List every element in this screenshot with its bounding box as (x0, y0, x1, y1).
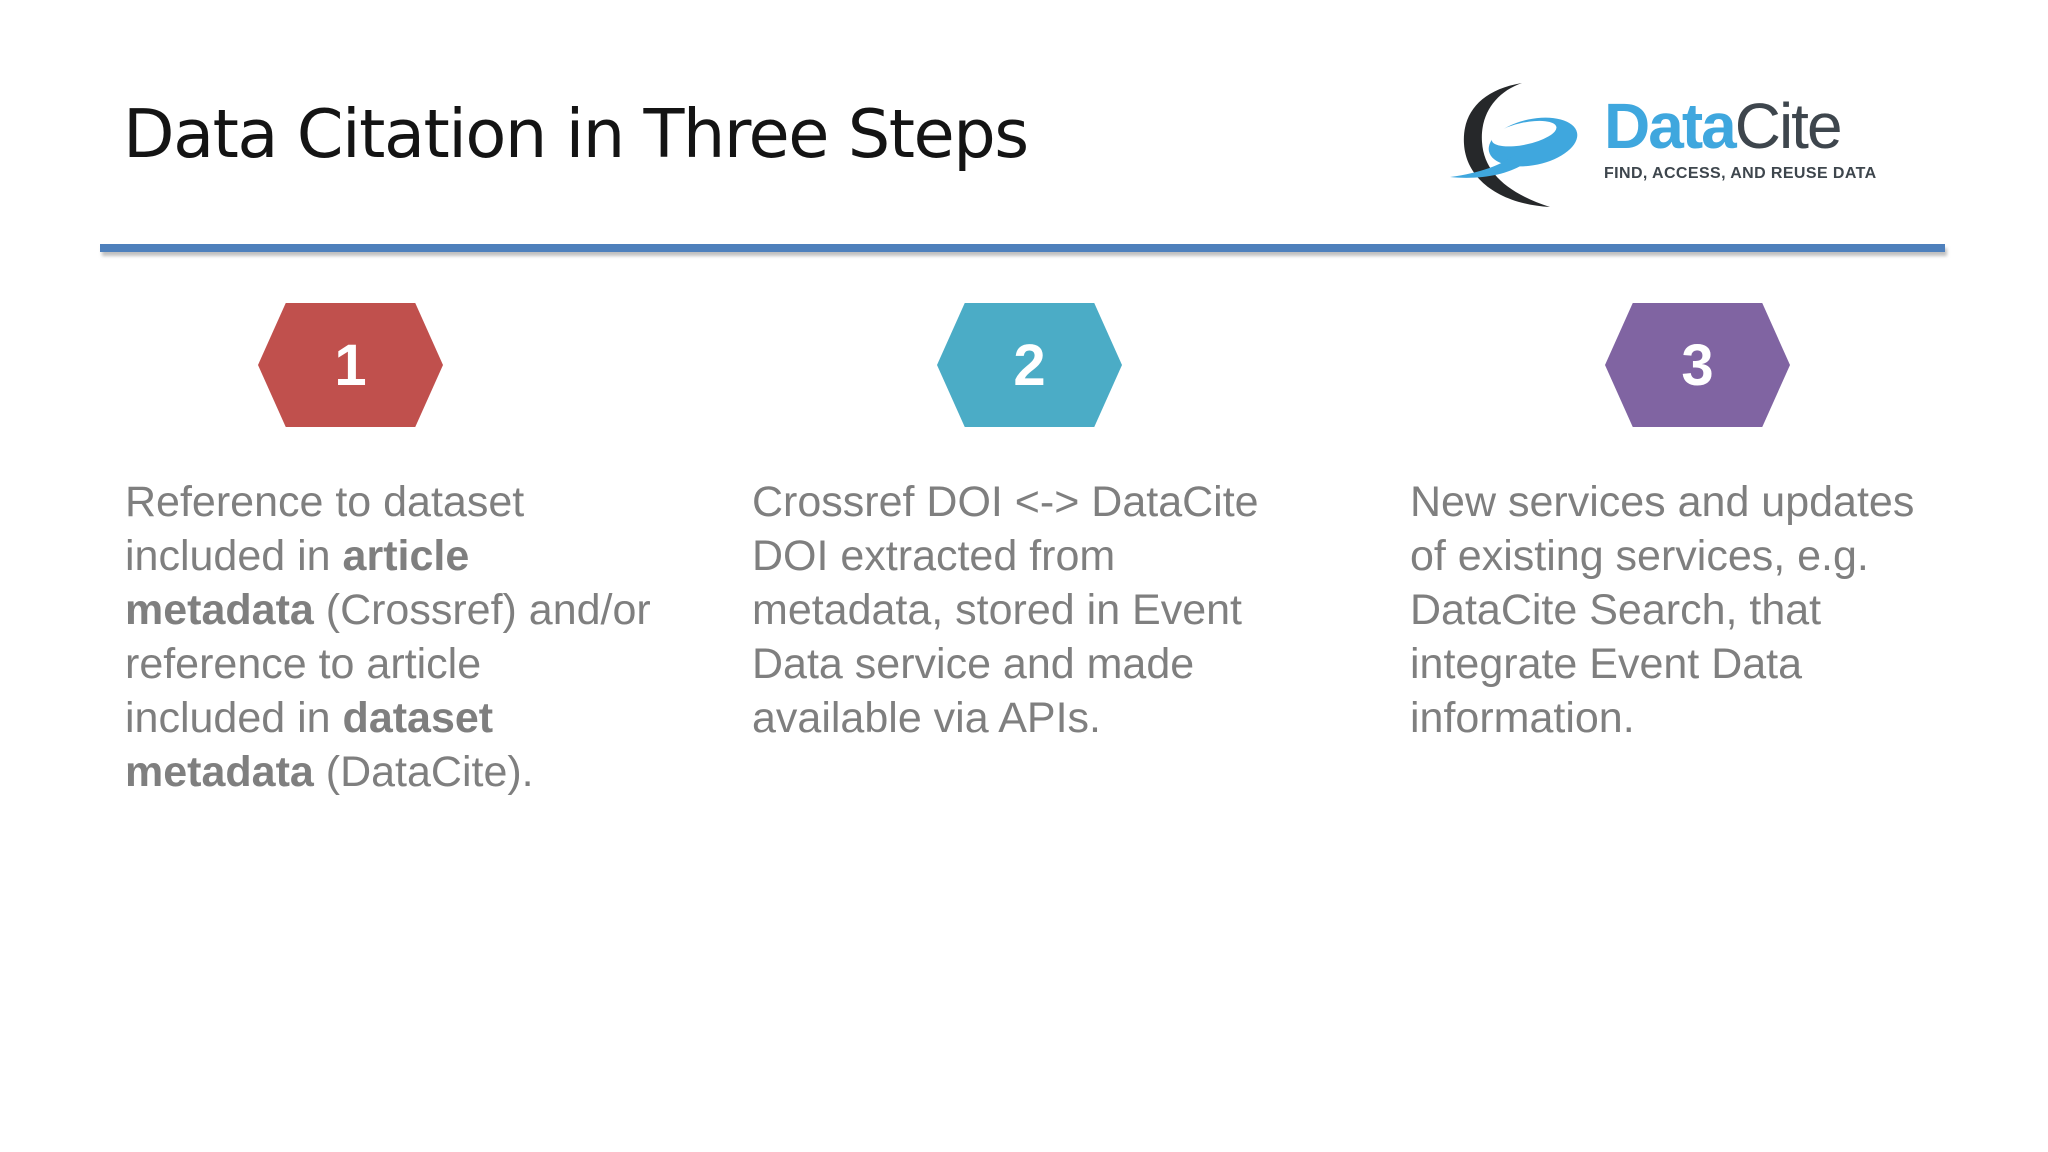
step-description-run: Reference to dataset (125, 478, 525, 526)
datacite-logo: DataCite FIND, ACCESS, AND REUSE DATA (1448, 80, 1877, 212)
step-description-bold-run: article (342, 532, 470, 580)
step-description-line: available via APIs. (752, 691, 1259, 745)
datacite-swoosh-icon (1450, 83, 1578, 207)
step-description-run: DOI extracted from (752, 532, 1116, 580)
step-description-run: (Crossref) and/or (313, 586, 651, 634)
step-description-line: metadata, stored in Event (752, 583, 1259, 637)
page-title: Data Citation in Three Steps (123, 95, 1029, 173)
logo-tagline: FIND, ACCESS, AND REUSE DATA (1604, 165, 1877, 182)
step-number: 2 (1013, 332, 1046, 398)
step-description-run: included in (125, 694, 343, 742)
step-description-run: DataCite Search, that (1410, 586, 1822, 634)
header-divider (100, 244, 1945, 252)
logo-word-data: Data (1604, 90, 1737, 162)
step-number: 3 (1681, 332, 1714, 398)
step-description-line: Reference to dataset (125, 475, 651, 529)
step-description-line: New services and updates (1410, 475, 1914, 529)
step-description-bold-run: metadata (125, 748, 314, 796)
step-description-line: included in article (125, 529, 651, 583)
step-description-bold-run: dataset (342, 694, 494, 742)
step-description-run: integrate Event Data (1410, 640, 1803, 688)
step-number-badge: 2 (937, 303, 1122, 427)
step-number-badge: 1 (258, 303, 443, 427)
step-description-run: (DataCite). (313, 748, 534, 796)
swoosh-tail-shape (1450, 154, 1522, 178)
step-description-run: reference to article (125, 640, 482, 688)
step-number-badge: 3 (1605, 303, 1790, 427)
logo-text-block: DataCite FIND, ACCESS, AND REUSE DATA (1604, 94, 1877, 183)
step-description-run: of existing services, e.g. (1410, 532, 1869, 580)
step-description-line: metadata (DataCite). (125, 745, 651, 799)
step-description-run: information. (1410, 694, 1635, 742)
step-description-run: metadata, stored in Event (752, 586, 1243, 634)
step-description-run: New services and updates (1410, 478, 1915, 526)
step: 3 New services and updates of existing se… (1410, 303, 1914, 745)
step-description-bold-run: metadata (125, 586, 314, 634)
step-description-line: Data service and made (752, 637, 1259, 691)
step-description-line: reference to article (125, 637, 651, 691)
step-description-line: DOI extracted from (752, 529, 1259, 583)
step-description-line: Crossref DOI <-> DataCite (752, 475, 1259, 529)
step-description-run: Crossref DOI <-> DataCite (752, 478, 1259, 526)
logo-word-cite: Cite (1734, 90, 1843, 162)
step-description-line: DataCite Search, that (1410, 583, 1914, 637)
step-description-line: included in dataset (125, 691, 651, 745)
step-description-run: Data service and made (752, 640, 1195, 688)
step-description-line: of existing services, e.g. (1410, 529, 1914, 583)
step-description-line: integrate Event Data (1410, 637, 1914, 691)
step-description: New services and updates of existing serv… (1410, 475, 1914, 745)
step-description-line: metadata (Crossref) and/or (125, 583, 651, 637)
step-number: 1 (334, 332, 367, 398)
logo-wordmark: DataCite (1604, 94, 1877, 158)
step-description-run: available via APIs. (752, 694, 1101, 742)
step-description-line: information. (1410, 691, 1914, 745)
step-description-run: included in (125, 532, 343, 580)
